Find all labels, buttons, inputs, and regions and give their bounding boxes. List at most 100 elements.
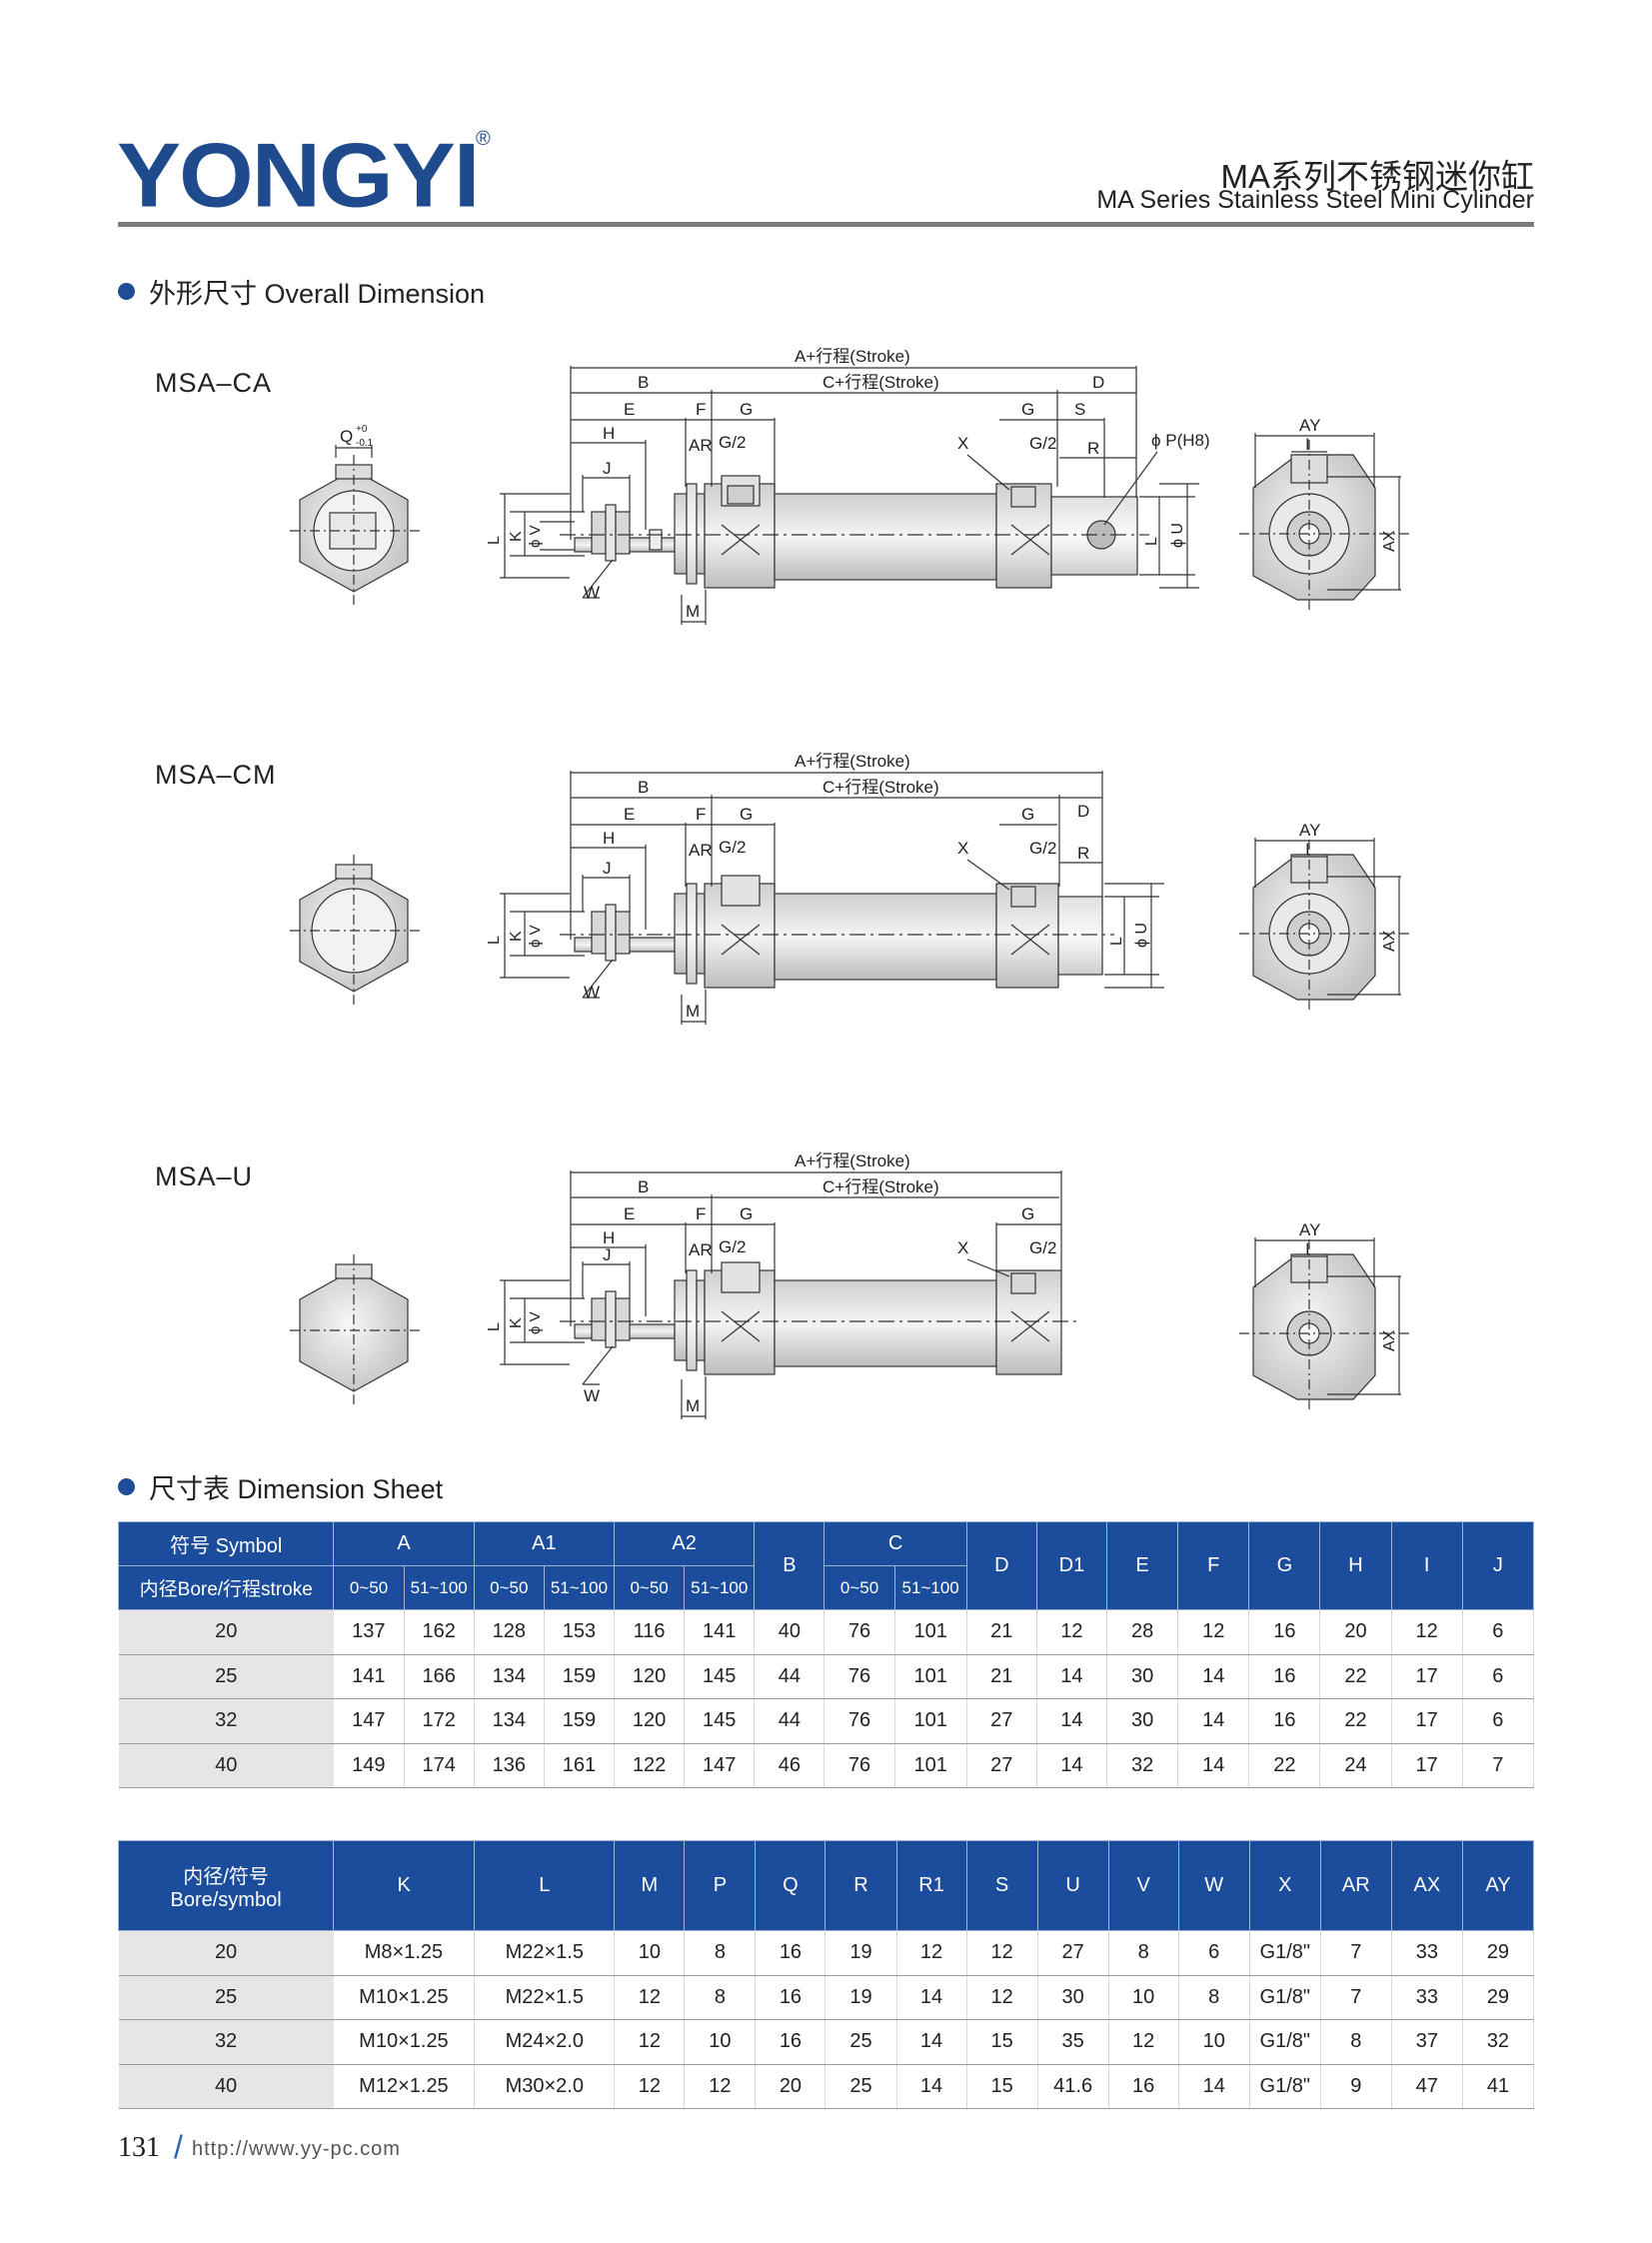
svg-text:D: D: [1092, 373, 1104, 392]
section-overall-dimension: 外形尺寸 Overall Dimension: [118, 272, 485, 311]
value-cell: 159: [544, 1654, 616, 1699]
value-cell: G1/8": [1249, 2064, 1321, 2109]
svg-text:M: M: [686, 602, 700, 621]
value-cell: 101: [894, 1609, 967, 1655]
bore-cell: 32: [118, 1698, 334, 1744]
value-cell: 12: [966, 1975, 1038, 2020]
value-cell: 8: [1178, 1975, 1250, 2020]
value-cell: 166: [404, 1654, 475, 1699]
value-cell: 28: [1106, 1609, 1179, 1655]
value-cell: 17: [1391, 1743, 1463, 1788]
value-cell: 25: [825, 2019, 897, 2065]
th-c: C: [824, 1521, 967, 1566]
th-col: W: [1177, 1840, 1250, 1931]
th-col: R1: [895, 1840, 967, 1931]
svg-text:J: J: [603, 1245, 612, 1264]
value-cell: 145: [684, 1654, 756, 1699]
value-cell: 15: [966, 2019, 1038, 2065]
th-symbol: 符号 Symbol: [117, 1521, 335, 1566]
svg-text:W: W: [584, 583, 600, 602]
svg-text:C+行程(Stroke): C+行程(Stroke): [823, 373, 939, 392]
svg-text:G/2: G/2: [719, 1237, 746, 1256]
value-cell: 40: [754, 1609, 826, 1655]
svg-text:ϕ V: ϕ V: [527, 925, 544, 948]
value-cell: M8×1.25: [333, 1930, 476, 1976]
th-sub: 0~50: [824, 1565, 895, 1610]
svg-text:G/2: G/2: [1029, 1238, 1056, 1257]
svg-text:F: F: [696, 400, 706, 419]
th-bore-stroke: 内径Bore/行程stroke: [117, 1565, 335, 1610]
svg-text:K: K: [508, 931, 525, 942]
value-cell: 7: [1320, 1930, 1392, 1976]
svg-text:G/2: G/2: [719, 433, 746, 452]
th-col: M: [614, 1840, 686, 1931]
svg-text:AX: AX: [1381, 930, 1398, 952]
svg-text:X: X: [957, 1238, 968, 1257]
value-cell: 14: [896, 2064, 967, 2109]
svg-text:J: J: [603, 459, 612, 478]
value-cell: 161: [544, 1743, 616, 1788]
value-cell: 37: [1391, 2019, 1463, 2065]
value-cell: 76: [824, 1654, 895, 1699]
th-col: Q: [755, 1840, 826, 1931]
svg-text:G/2: G/2: [1029, 434, 1056, 453]
value-cell: 16: [1248, 1609, 1321, 1655]
drawing-msa-ca: Q +0 -0.1 A+行程(Stroke) B C+行程(Stroke) D: [290, 347, 1409, 625]
svg-text:E: E: [624, 1204, 635, 1223]
value-cell: 76: [824, 1698, 895, 1744]
svg-text:M: M: [686, 1396, 700, 1415]
value-cell: 22: [1319, 1654, 1392, 1699]
svg-text:L: L: [486, 536, 503, 545]
value-cell: 25: [825, 2064, 897, 2109]
svg-text:L: L: [1108, 937, 1125, 946]
svg-text:A+行程(Stroke): A+行程(Stroke): [795, 1151, 910, 1170]
value-cell: 172: [404, 1698, 475, 1744]
svg-text:J: J: [603, 859, 612, 878]
value-cell: 12: [966, 1930, 1038, 1976]
drawing-msa-u: A+行程(Stroke) B C+行程(Stroke) E F G G H J …: [290, 1151, 1409, 1419]
svg-text:S: S: [1074, 400, 1085, 419]
th-bore-symbol-cn: 内径/符号: [183, 1865, 269, 1888]
value-cell: 41: [1462, 2064, 1535, 2109]
value-cell: 35: [1037, 2019, 1109, 2065]
value-cell: G1/8": [1249, 1975, 1321, 2020]
value-cell: 7: [1320, 1975, 1392, 2020]
th-col: L: [474, 1840, 616, 1931]
section-overall-title: 外形尺寸 Overall Dimension: [149, 279, 486, 309]
value-cell: 16: [1108, 2064, 1179, 2109]
svg-text:I: I: [1305, 1239, 1310, 1258]
value-cell: G1/8": [1249, 1930, 1321, 1976]
svg-text:K: K: [508, 1317, 525, 1328]
value-cell: 141: [333, 1654, 405, 1699]
value-cell: 122: [614, 1743, 686, 1788]
value-cell: 14: [1036, 1698, 1108, 1744]
th-bore-symbol: 内径/符号 Bore/symbol: [117, 1840, 335, 1931]
value-cell: 147: [333, 1698, 405, 1744]
svg-text:+0: +0: [356, 424, 368, 435]
value-cell: 14: [1178, 2064, 1250, 2109]
th-h: H: [1319, 1521, 1392, 1610]
svg-text:AR: AR: [689, 436, 713, 455]
value-cell: 44: [754, 1654, 826, 1699]
value-cell: 14: [1036, 1743, 1108, 1788]
th-col: R: [825, 1840, 897, 1931]
value-cell: 101: [894, 1654, 967, 1699]
value-cell: 14: [896, 2019, 967, 2065]
registered-mark: ®: [476, 128, 491, 150]
svg-text:B: B: [638, 778, 649, 797]
value-cell: 32: [1462, 2019, 1535, 2065]
value-cell: 6: [1462, 1654, 1535, 1699]
svg-text:-0.1: -0.1: [356, 438, 374, 449]
svg-text:H: H: [603, 1228, 615, 1247]
th-col: X: [1248, 1840, 1321, 1931]
value-cell: 10: [614, 1930, 686, 1976]
svg-text:AY: AY: [1299, 1220, 1320, 1239]
value-cell: 174: [404, 1743, 475, 1788]
value-cell: 12: [684, 2064, 757, 2109]
th-bore-symbol-en: Bore/symbol: [170, 1888, 282, 1911]
svg-text:ϕ U: ϕ U: [1169, 523, 1186, 548]
th-i: I: [1390, 1521, 1463, 1610]
bullet-icon: [118, 1478, 135, 1495]
